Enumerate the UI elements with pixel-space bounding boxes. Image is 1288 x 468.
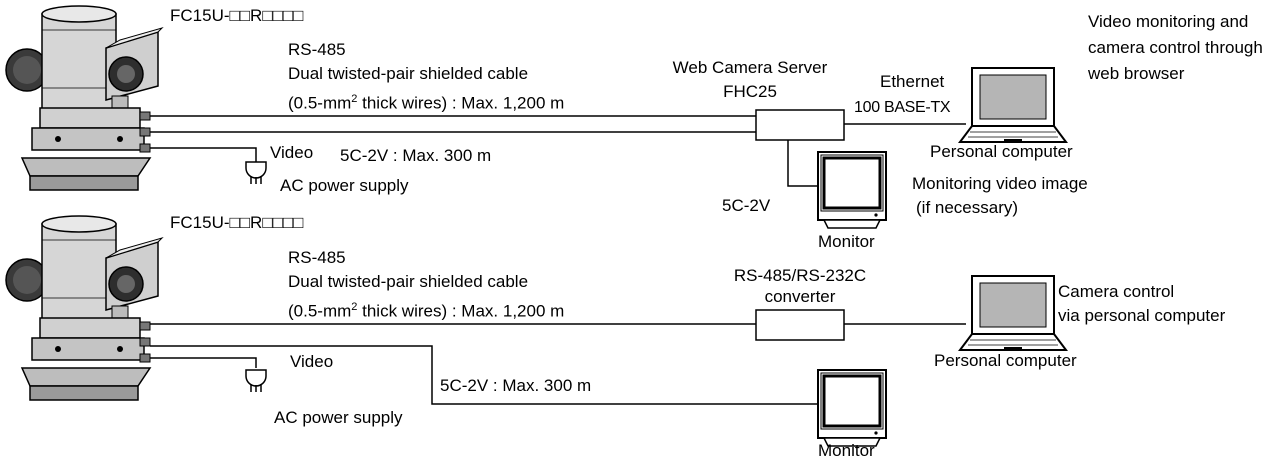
- video-label-2: Video: [290, 352, 334, 371]
- plug-1-icon: [245, 161, 267, 185]
- web-camera-server-box: [755, 109, 845, 141]
- pc2-label: Personal computer: [934, 351, 1077, 370]
- camera-model-1: FC15U-□□R□□□□: [170, 6, 304, 25]
- monitor-2-icon: [816, 368, 888, 448]
- monitor1-label: Monitor: [818, 232, 875, 251]
- dome-camera-2: [5, 215, 163, 401]
- pc1-label: Personal computer: [930, 142, 1073, 161]
- monitor-cable-1: [787, 140, 818, 187]
- laptop-1-icon: [959, 67, 1067, 143]
- plug-2-icon: [245, 369, 267, 393]
- converter-label-line2: converter: [764, 287, 836, 306]
- ac-power-label-1: AC power supply: [280, 176, 409, 195]
- power-cable-1: [150, 147, 257, 162]
- monitor1-cable-label: 5C-2V: [722, 196, 771, 215]
- cable-spec-1-line1: Dual twisted-pair shielded cable: [288, 64, 529, 83]
- video-cable-spec-2: 5C-2V : Max. 300 m: [440, 376, 592, 395]
- rs485-label-2: RS-485: [288, 248, 346, 267]
- power-cable-2: [150, 357, 257, 368]
- pc1-desc-line3: web browser: [1088, 64, 1185, 83]
- video-label-1: Video: [270, 143, 314, 162]
- server-label-line1: Web Camera Server: [672, 58, 828, 77]
- video-cable-spec-1: 5C-2V : Max. 300 m: [340, 146, 492, 165]
- pc2-desc-line1: Camera control: [1058, 282, 1175, 301]
- ac-power-label-2: AC power supply: [274, 408, 403, 427]
- monitor-1-icon: [816, 150, 888, 230]
- laptop-2-icon: [959, 275, 1067, 351]
- cable-spec-1-line2: (0.5-mm2 thick wires) : Max. 1,200 m: [288, 93, 565, 113]
- monitor1-desc-line2: (if necessary): [916, 198, 1019, 217]
- rs485-label-1: RS-485: [288, 40, 346, 59]
- dome-camera-1: [5, 5, 163, 191]
- monitor1-desc-line1: Monitoring video image: [912, 174, 1088, 193]
- pc1-desc-line2: camera control through: [1088, 38, 1263, 57]
- server-label-line2: FHC25: [723, 82, 777, 101]
- pc1-desc-line1: Video monitoring and: [1088, 12, 1249, 31]
- cable-spec-2-line1: Dual twisted-pair shielded cable: [288, 272, 529, 291]
- monitor2-label: Monitor: [818, 441, 875, 460]
- converter-box: [755, 309, 845, 341]
- camera-model-2: FC15U-□□R□□□□: [170, 213, 304, 232]
- pc2-desc-line2: via personal computer: [1058, 306, 1226, 325]
- cable-spec-2-line2: (0.5-mm2 thick wires) : Max. 1,200 m: [288, 301, 565, 321]
- ethernet-label-line2: 100 BASE-TX: [854, 99, 951, 116]
- converter-label-line1: RS-485/RS-232C: [733, 266, 867, 285]
- ethernet-label-line1: Ethernet: [880, 72, 945, 91]
- video-cable-2: [150, 345, 818, 405]
